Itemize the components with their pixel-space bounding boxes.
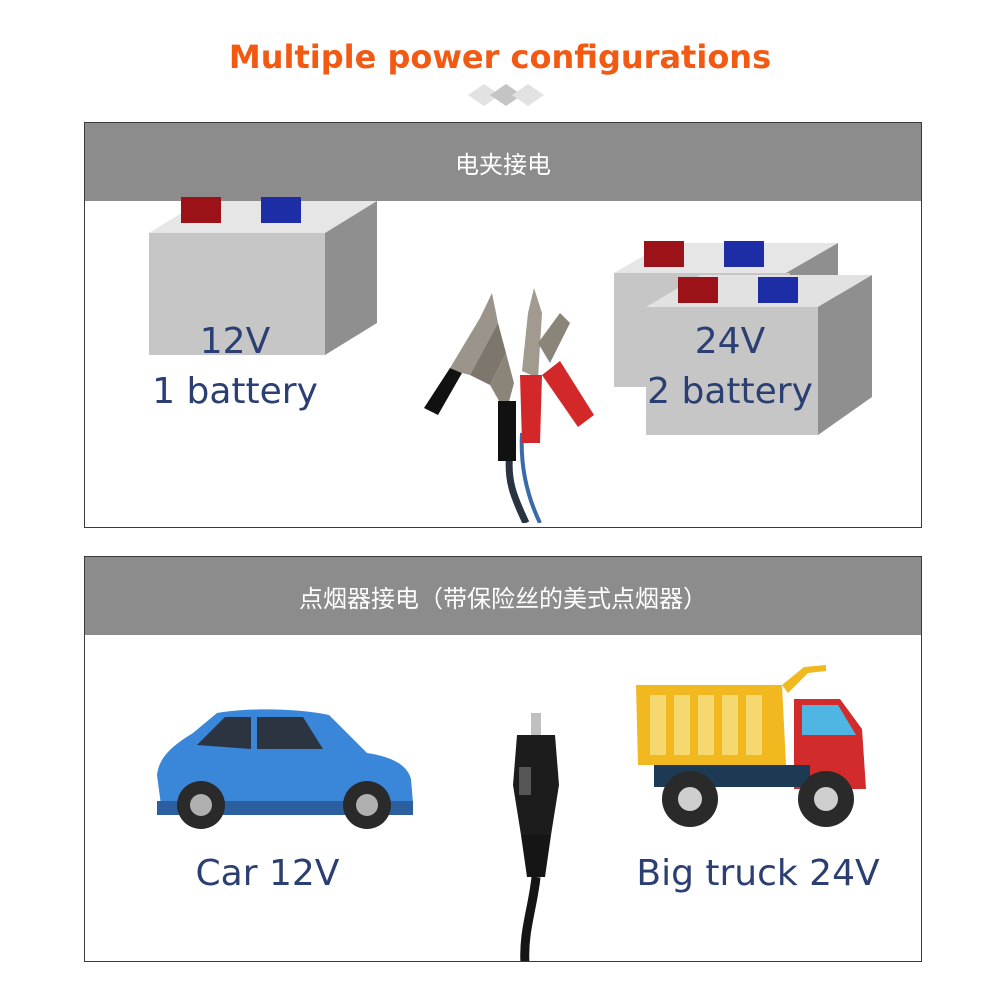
- battery-24v-voltage: 24V: [694, 321, 766, 362]
- battery-12v-icon: [149, 197, 377, 355]
- battery-12v-count: 1 battery: [152, 371, 318, 412]
- battery-24v-count: 2 battery: [647, 371, 813, 412]
- truck-icon: [636, 665, 866, 827]
- cigarette-plug-icon: [513, 713, 559, 961]
- page-title: Multiple power configurations: [228, 38, 772, 76]
- cigarette-lighter-header: 点烟器接电（带保险丝的美式点烟器）: [85, 557, 921, 635]
- decorative-diamonds-icon: [468, 84, 544, 106]
- car-label: Car 12V: [195, 853, 340, 894]
- battery-24v-icon: [614, 241, 872, 435]
- truck-label: Big truck 24V: [636, 853, 880, 894]
- cigarette-lighter-panel: 点烟器接电（带保险丝的美式点烟器） Car 12V Big t: [84, 556, 922, 962]
- alligator-clips-icon: [424, 288, 594, 523]
- car-icon: [157, 709, 413, 829]
- clip-connection-header: 电夹接电: [85, 123, 921, 201]
- clip-connection-panel: 电夹接电 12V 1 battery 24V 2 battery: [84, 122, 922, 528]
- battery-12v-voltage: 12V: [199, 321, 271, 362]
